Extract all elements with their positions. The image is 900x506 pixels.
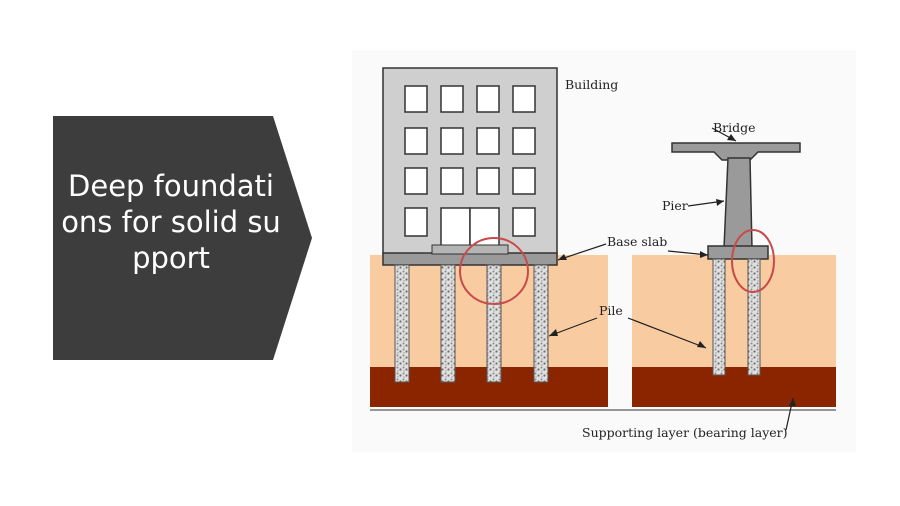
building-base-slab [382,252,558,266]
highlight-circle-bridge [731,229,775,293]
label-pile: Pile [599,303,623,318]
label-base-slab: Base slab [607,234,667,249]
leader-arrowheads [549,134,796,406]
bridge-pier [723,157,753,249]
label-supporting-layer: Supporting layer (bearing layer) [582,425,788,440]
highlight-circle-building [459,237,529,305]
label-pier: Pier [662,198,688,213]
bridge-piles [712,258,761,376]
slide-title: Deep foundations for solid support [61,169,281,275]
label-bridge: Bridge [713,120,756,135]
bridge-base-slab [707,245,769,260]
building [382,67,558,266]
bearing-layer-right [632,367,836,407]
label-building: Building [565,77,618,92]
bridge [671,142,801,260]
building-piles [394,264,549,383]
